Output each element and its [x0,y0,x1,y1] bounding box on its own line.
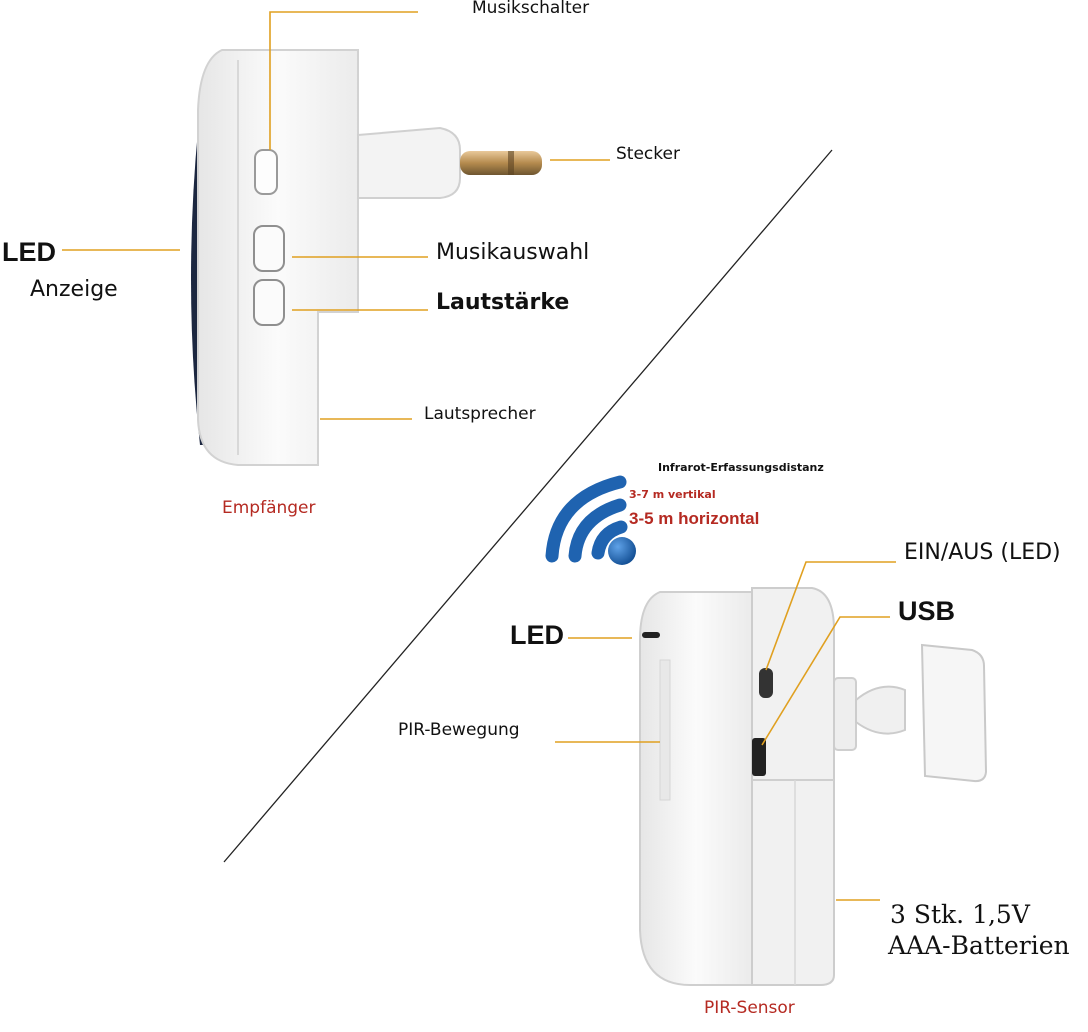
divider-line [223,149,833,863]
sensor-leader-lines [555,561,896,901]
pir-sensor-device [639,587,988,986]
label-pir-motion: PIR-Bewegung [398,720,520,740]
label-volume: Lautstärke [436,290,570,315]
label-sensor-led: LED [510,620,564,650]
label-music-select: Musikauswahl [436,240,590,265]
label-usb: USB [898,596,956,626]
music-select-button [253,225,285,272]
range-vertical: 3-7 m vertikal [629,488,716,501]
label-led-subtitle: Anzeige [30,277,118,302]
label-battery-line2: AAA-Batterien [888,931,1070,960]
sensor-body-front [639,591,753,986]
label-on-off: EIN/AUS (LED) [904,540,1061,565]
plug-base [357,126,461,199]
range-title: Infrarot-Erfassungsdistanz [658,461,824,474]
label-led-title: LED [2,237,56,267]
plug-pin [460,151,542,175]
label-music-switch: Musikschalter [472,0,590,18]
volume-button [253,279,285,326]
receiver-leader-lines [62,11,610,420]
on-off-switch [759,668,773,698]
label-battery-line1: 3 Stk. 1,5V [890,900,1030,929]
caption-pir-sensor: PIR-Sensor [704,998,795,1018]
caption-receiver: Empfänger [222,498,316,518]
label-speaker: Lautsprecher [424,404,536,424]
label-plug: Stecker [616,144,680,164]
wireless-signal-icon [545,475,636,565]
bracket-arm [833,677,857,751]
music-switch-knob [254,149,278,195]
range-horizontal: 3-5 m horizontal [629,509,760,528]
sensor-led-slit [642,632,660,638]
bracket-plate [920,643,988,783]
usb-port [752,738,766,776]
receiver-device [191,49,542,466]
